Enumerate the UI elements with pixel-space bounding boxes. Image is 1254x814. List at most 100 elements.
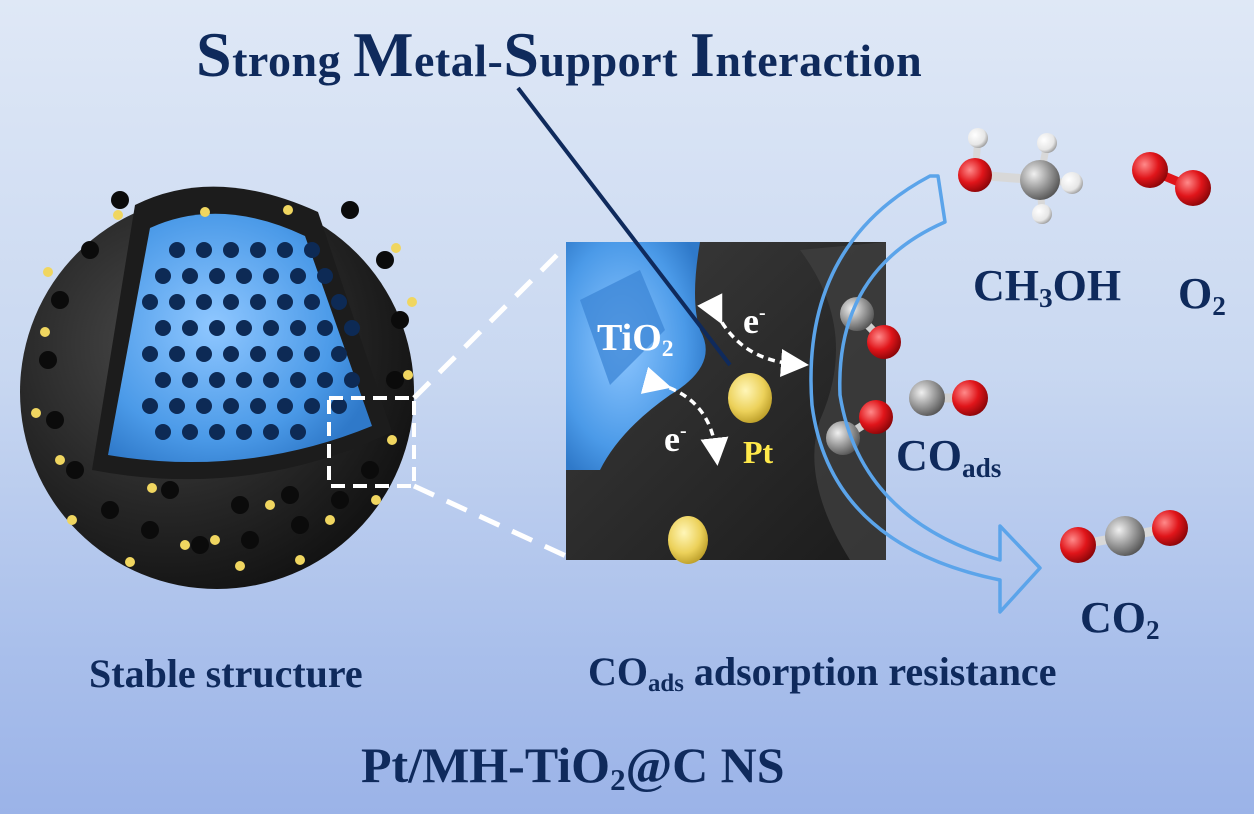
- smsi-pointer-line: [516, 86, 732, 367]
- pt-nanoparticle: [200, 207, 210, 217]
- reaction-flow-arrow: [809, 174, 1042, 614]
- pt-nanoparticle: [235, 561, 245, 571]
- caption-stable-structure: Stable structure: [89, 651, 363, 696]
- core-pore: [169, 294, 185, 310]
- core-pore: [236, 268, 252, 284]
- core-pores: [142, 242, 360, 440]
- shell-pores: [39, 191, 409, 554]
- shell-pore: [39, 351, 57, 369]
- core-pore: [344, 372, 360, 388]
- shell-pore: [101, 501, 119, 519]
- shell-pore: [231, 496, 249, 514]
- pt-nanoparticles: [31, 205, 417, 571]
- core-pore: [250, 242, 266, 258]
- pt-nanoparticle: [387, 435, 397, 445]
- pt-nanoparticle: [31, 408, 41, 418]
- core-pore: [304, 294, 320, 310]
- core-pore: [331, 398, 347, 414]
- pt-nanoparticle: [391, 243, 401, 253]
- shell-pore: [51, 291, 69, 309]
- pt-nanoparticle: [67, 515, 77, 525]
- title-word-interaction: nteraction: [715, 35, 923, 86]
- electron-arrow-upper: [697, 293, 809, 377]
- core-pore: [169, 242, 185, 258]
- shell-pore: [81, 241, 99, 259]
- core-pore: [155, 268, 171, 284]
- core-pore: [236, 372, 252, 388]
- core-pore: [223, 398, 239, 414]
- core-pore: [290, 268, 306, 284]
- title-word-support: upport: [539, 35, 678, 86]
- core-pore: [331, 346, 347, 362]
- pt-nanoparticle: [265, 500, 275, 510]
- pt-nanoparticle: [113, 210, 123, 220]
- core-pore: [250, 346, 266, 362]
- pt-nanoparticle: [125, 557, 135, 567]
- co-ads-label: COads: [896, 431, 1002, 483]
- pt-nanoparticle: [283, 205, 293, 215]
- core-pore: [304, 346, 320, 362]
- core-pore: [304, 242, 320, 258]
- catalyst-name: Pt/MH-TiO2@C NS: [361, 737, 785, 797]
- zoom-inset: [566, 242, 901, 564]
- title-word-metal: etal-: [414, 35, 504, 86]
- core-pore: [263, 424, 279, 440]
- inset-pt-particle-lower: [668, 516, 708, 564]
- title-i: I: [689, 19, 716, 90]
- shell-pore: [281, 486, 299, 504]
- core-pore: [290, 372, 306, 388]
- oxygen-molecule: [1132, 152, 1211, 206]
- core-pore: [142, 294, 158, 310]
- electron-arrow-lower: [640, 366, 729, 466]
- methanol-molecule: [958, 128, 1083, 224]
- core-pore: [331, 294, 347, 310]
- pt-nanoparticle: [403, 370, 413, 380]
- core-pore: [182, 424, 198, 440]
- shell-pore: [386, 371, 404, 389]
- inset-pt-particle: [728, 373, 772, 423]
- shell-pore: [376, 251, 394, 269]
- shell-pore: [291, 516, 309, 534]
- core-pore: [223, 346, 239, 362]
- shell-pore: [66, 461, 84, 479]
- pt-nanoparticle: [371, 495, 381, 505]
- shell-pore: [241, 531, 259, 549]
- shell-pore: [391, 311, 409, 329]
- core-pore: [223, 242, 239, 258]
- shell-pore: [46, 411, 64, 429]
- diagram-title: Strong Metal-Support Interaction: [196, 18, 922, 92]
- core-pore: [196, 398, 212, 414]
- core-pore: [317, 268, 333, 284]
- shell-pore: [141, 521, 159, 539]
- core-pore: [155, 372, 171, 388]
- core-pore: [196, 242, 212, 258]
- shell-pore: [191, 536, 209, 554]
- core-pore: [182, 372, 198, 388]
- core-pore: [209, 268, 225, 284]
- core-pore: [223, 294, 239, 310]
- pt-nanoparticle: [407, 297, 417, 307]
- inset-tio2-label: TiO2: [597, 317, 674, 362]
- core-pore: [182, 268, 198, 284]
- core-pore: [196, 294, 212, 310]
- adsorbed-co-bottom: [826, 400, 893, 455]
- electron-label-upper: e-: [743, 301, 766, 341]
- methanol-label: CH3OH: [973, 261, 1122, 313]
- core-pore: [277, 294, 293, 310]
- co-molecule: [909, 380, 988, 416]
- shell-pore: [341, 201, 359, 219]
- core-pore: [263, 268, 279, 284]
- pt-nanoparticle: [55, 455, 65, 465]
- inset-tio2-facet: [580, 270, 665, 385]
- core-pore: [277, 346, 293, 362]
- shell-pore: [331, 491, 349, 509]
- core-pore: [209, 424, 225, 440]
- core-pore: [317, 320, 333, 336]
- pt-nanoparticle: [210, 535, 220, 545]
- electron-label-lower: e-: [664, 419, 687, 459]
- core-pore: [344, 320, 360, 336]
- core-pore: [169, 398, 185, 414]
- shell-pore: [111, 191, 129, 209]
- core-pore: [250, 294, 266, 310]
- core-pore: [169, 346, 185, 362]
